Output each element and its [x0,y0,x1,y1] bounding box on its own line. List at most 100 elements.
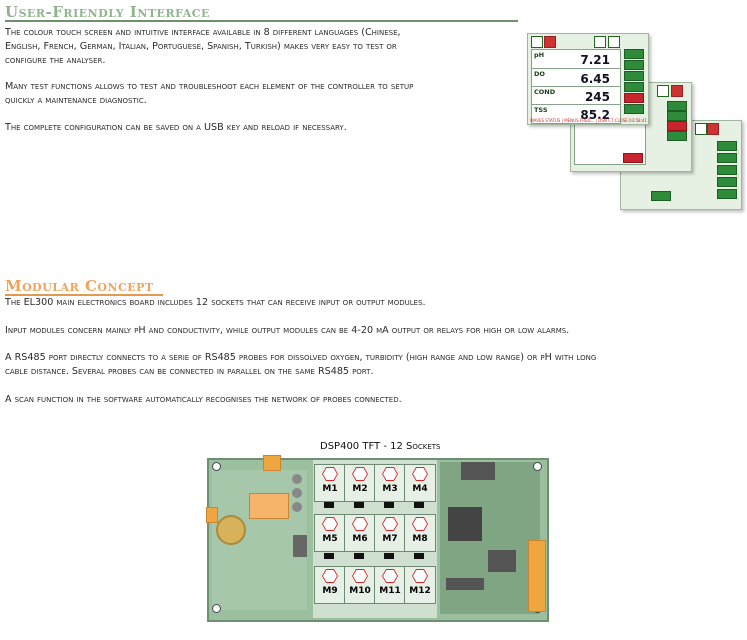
socket-label: M1 [322,484,338,494]
socket-label: M3 [382,484,398,494]
paragraph-scan: A scan function in the software automati… [5,394,402,405]
socket-pin-header [324,502,334,508]
measurement-row: pH 7.21 [531,49,621,69]
capacitor [292,474,302,484]
measurement-row: DO 6.45 [531,68,621,88]
socket-label: M11 [379,586,401,596]
connector [249,493,289,519]
screen-icon [594,36,606,48]
connector [263,455,281,471]
text-line: configure the analyser. [5,55,106,66]
module-socket-m2: M2 [344,464,376,502]
measurement-row: TSS 85.2 [531,104,621,124]
connector [528,540,546,612]
measurement-label: TSS [534,106,548,114]
capacitor [292,502,302,512]
chip [488,550,516,572]
screen-button [624,71,644,81]
socket-pin-header [414,553,424,559]
screen-icon [657,85,669,97]
module-socket-m1: M1 [314,464,346,502]
section-heading-modular-concept: Modular Concept [5,277,154,295]
socket-label: M7 [382,534,398,544]
capacitor [292,488,302,498]
section-divider [5,20,518,22]
socket-pin-header [354,502,364,508]
socket-label: M2 [352,484,368,494]
paragraph-languages: The colour touch screen and intuitive in… [5,26,520,68]
measurement-value: 85.2 [580,108,610,122]
chip [461,462,495,480]
screen-button [624,82,644,92]
board-title-sockets: 12 Sockets [390,441,441,452]
screen-button [717,189,737,199]
module-socket-m4: M4 [404,464,436,502]
socket-label: M12 [409,586,431,596]
screen-button [717,153,737,163]
module-socket-m5: M5 [314,514,346,552]
mounting-hole [533,462,542,471]
socket-pin-header [324,553,334,559]
measurement-value: 245 [584,90,610,104]
measurement-label: DO [534,70,545,78]
screen-button [624,49,644,59]
measurement-value: 6.45 [580,72,610,86]
screen-button [667,111,687,121]
text-line: A RS485 port directly connects to a seri… [5,352,597,363]
text-line: The colour touch screen and intuitive in… [5,27,401,38]
screen-button [717,177,737,187]
socket-label: M5 [322,534,338,544]
battery [216,515,246,545]
section-heading-user-friendly-interface: User-Friendly Interface [5,3,210,21]
section-divider [5,294,163,296]
socket-pin-header [354,553,364,559]
module-socket-m6: M6 [344,514,376,552]
module-socket-m11: M11 [374,566,406,604]
socket-label: M8 [412,534,428,544]
screen-button [624,93,644,103]
mounting-hole [212,604,221,613]
socket-pin-header [384,502,394,508]
screen-status-bar: WAVES STATUS | MENUS FRED... | DSN CT CL… [530,118,648,123]
screen-icon [531,36,543,48]
text-line: English, French, German, Italian, Portug… [5,41,397,52]
module-socket-m7: M7 [374,514,406,552]
screen-button [667,131,687,141]
chip [293,535,307,557]
module-socket-m3: M3 [374,464,406,502]
screen-button [624,104,644,114]
socket-pin-header [414,502,424,508]
socket-pin-header [384,553,394,559]
screen-icon [608,36,620,48]
screen-button [667,101,687,111]
module-socket-m10: M10 [344,566,376,604]
mounting-hole [212,462,221,471]
socket-label: M6 [352,534,368,544]
socket-label: M10 [349,586,371,596]
screen-button [717,165,737,175]
screen-icon [707,123,719,135]
screen-button [651,191,671,201]
processor-chip [448,507,482,541]
screen-button [717,141,737,151]
board-title: DSP400 TFT - 12 Sockets [320,441,441,452]
module-socket-m9: M9 [314,566,346,604]
text-line: Many test functions allows to test and t… [5,81,414,92]
measurement-value: 7.21 [580,53,610,67]
screen-front: pH 7.21 DO 6.45 COND 245 TSS 85.2 WAVES … [527,33,649,125]
measurement-label: COND [534,88,556,96]
connector [206,507,218,523]
measurement-label: pH [534,51,545,59]
screen-button [667,121,687,131]
measurement-row: COND 245 [531,86,621,106]
screen-button [624,60,644,70]
screen-button [623,153,643,163]
socket-label: M9 [322,586,338,596]
paragraph-board: The EL300 main electronics board include… [5,297,426,308]
text-line: quickly a maintenance diagnostic. [5,95,147,106]
screen-icon [544,36,556,48]
socket-label: M4 [412,484,428,494]
paragraph-modules: Input modules concern mainly pH and cond… [5,325,570,336]
text-line: cable distance. Several probes can be co… [5,366,374,377]
board-title-main: DSP400 TFT - [320,441,391,452]
